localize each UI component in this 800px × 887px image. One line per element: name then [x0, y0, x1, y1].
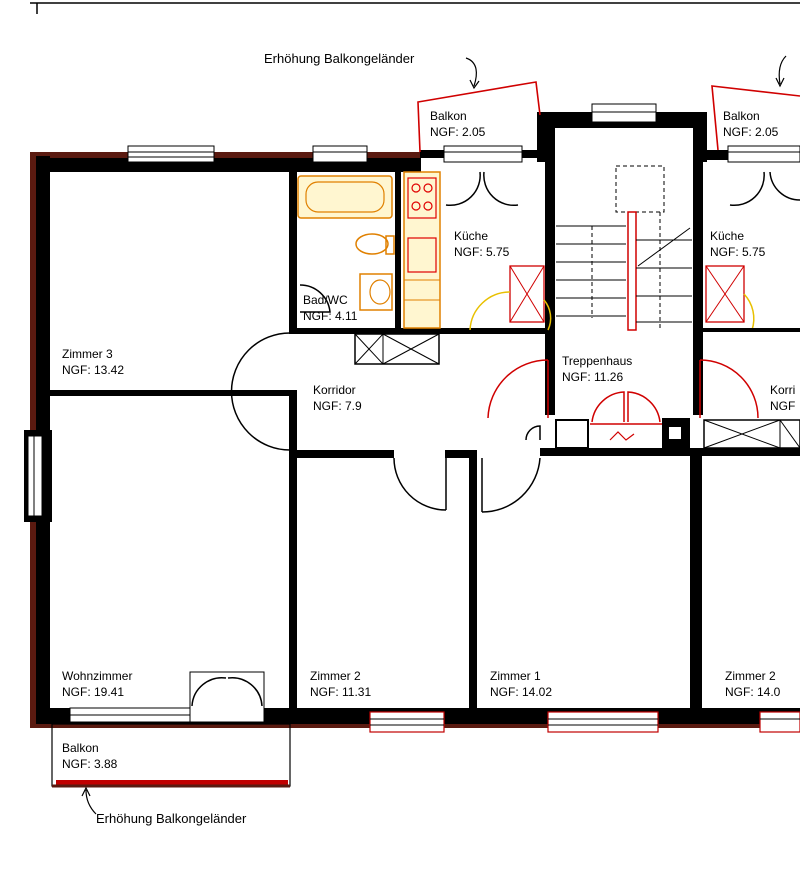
room-area-treppenhaus: NGF: 11.26: [562, 370, 623, 384]
room-area-zimmer-2-right: NGF: 14.0: [725, 685, 781, 699]
room-labels: Zimmer 3 NGF: 13.42 Bad/WC NGF: 4.11 Küc…: [62, 109, 795, 771]
doors: [189, 171, 800, 723]
room-name-balkon-right: Balkon: [723, 109, 760, 123]
room-area-korridor: NGF: 7.9: [313, 399, 362, 413]
room-area-zimmer-2: NGF: 11.31: [310, 685, 371, 699]
room-area-kueche: NGF: 5.75: [454, 245, 510, 259]
room-name-bad-wc: Bad/WC: [303, 293, 348, 307]
room-name-zimmer-3: Zimmer 3: [62, 347, 113, 361]
room-name-kueche: Küche: [454, 229, 488, 243]
room-area-balkon-bottom: NGF: 3.88: [62, 757, 118, 771]
room-name-zimmer-2-right: Zimmer 2: [725, 669, 776, 683]
room-area-bad-wc: NGF: 4.11: [303, 309, 358, 323]
room-area-balkon-top: NGF: 2.05: [430, 125, 486, 139]
balconies: [51, 81, 800, 788]
railing-note-top: Erhöhung Balkongeländer: [264, 51, 415, 66]
cabinets: [354, 333, 800, 449]
windows: [27, 103, 800, 733]
room-name-balkon-top: Balkon: [430, 109, 467, 123]
room-name-zimmer-1: Zimmer 1: [490, 669, 541, 683]
room-area-kueche-right: NGF: 5.75: [710, 245, 766, 259]
kitchen-fixtures: [403, 171, 800, 332]
bathroom-fixtures: [297, 175, 395, 311]
staircase: [525, 165, 692, 449]
room-area-balkon-right: NGF: 2.05: [723, 125, 779, 139]
room-name-zimmer-2: Zimmer 2: [310, 669, 361, 683]
room-name-balkon-bottom: Balkon: [62, 741, 99, 755]
room-name-korridor: Korridor: [313, 383, 356, 397]
annotation-arrows: [81, 55, 787, 815]
room-name-treppenhaus: Treppenhaus: [562, 354, 632, 368]
room-area-zimmer-1: NGF: 14.02: [490, 685, 552, 699]
room-name-korridor-right: Korri: [770, 383, 795, 397]
room-area-korridor-right: NGF: [770, 399, 795, 413]
room-name-kueche-right: Küche: [710, 229, 744, 243]
room-area-zimmer-3: NGF: 13.42: [62, 363, 124, 377]
railing-note-bottom: Erhöhung Balkongeländer: [96, 811, 247, 826]
room-area-wohnzimmer: NGF: 19.41: [62, 685, 124, 699]
room-name-wohnzimmer: Wohnzimmer: [62, 669, 132, 683]
